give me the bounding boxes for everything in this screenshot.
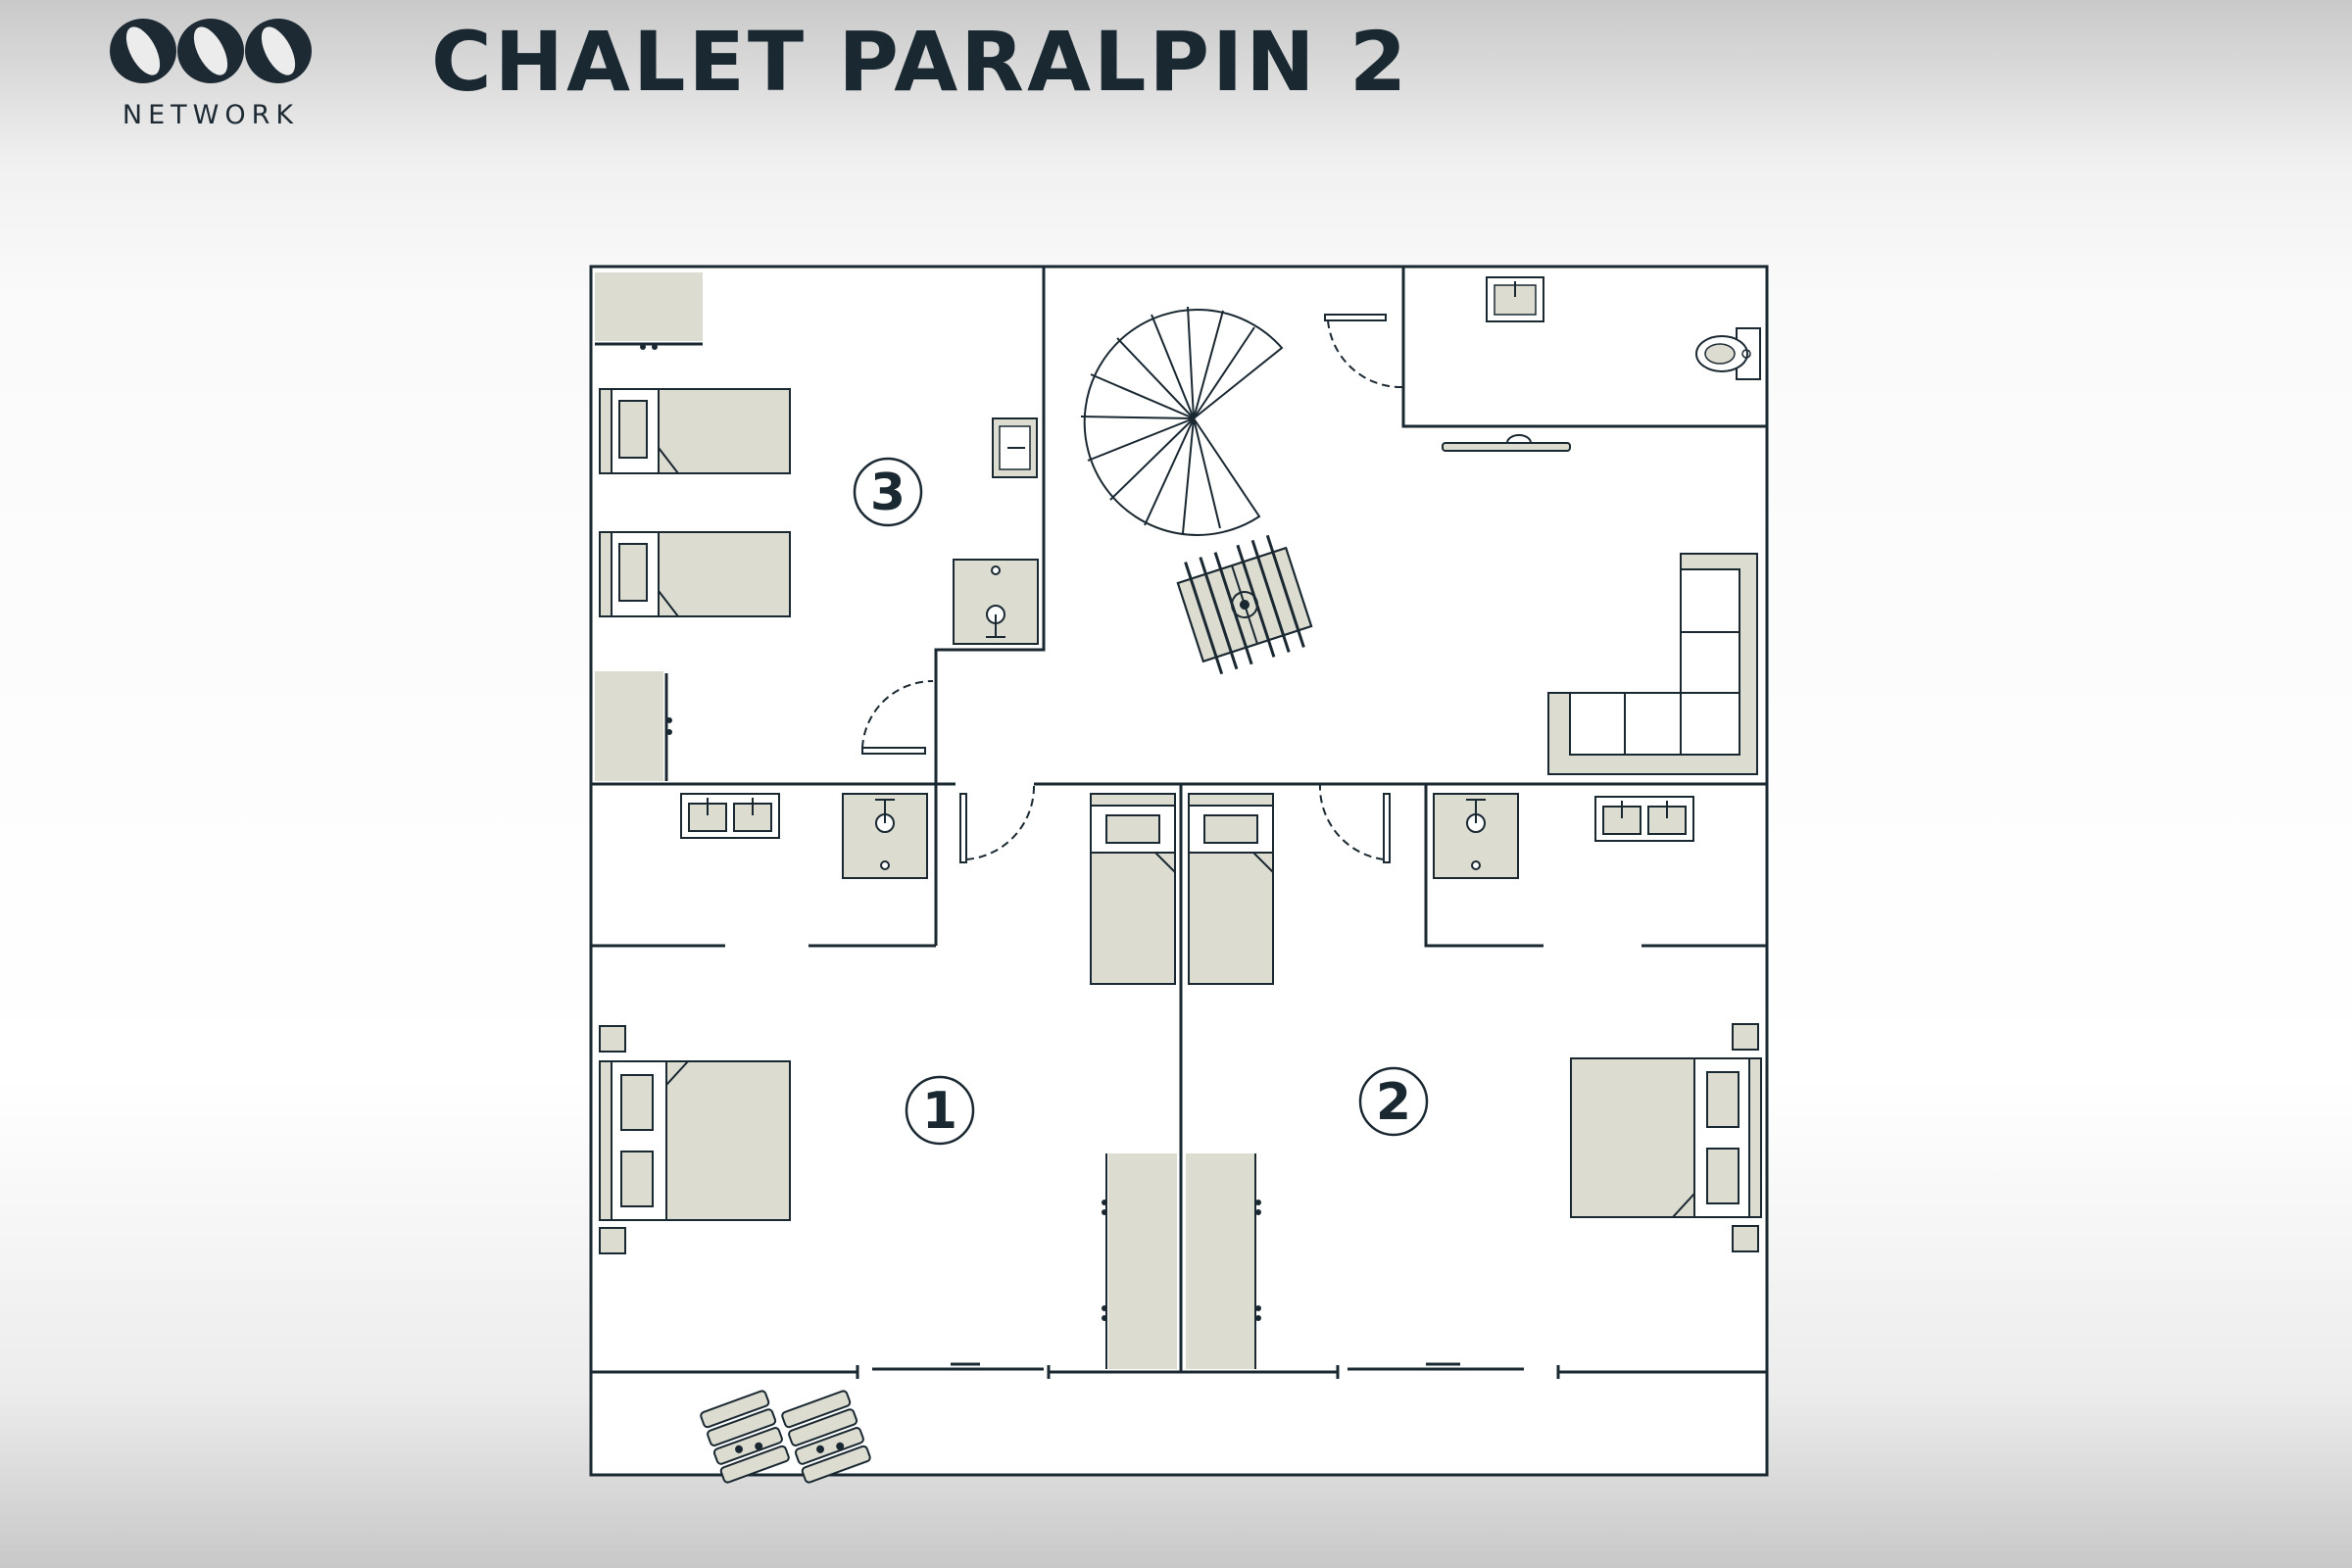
room-2-double-bed (1570, 1023, 1762, 1252)
sliding-doors (856, 1362, 1560, 1379)
logo-wordmark: NETWORK (122, 100, 300, 130)
room-label-1: 1 (905, 1075, 975, 1146)
logo-mark-icon (110, 19, 312, 83)
room-1-double-bed (599, 1025, 791, 1254)
tv-icon (1442, 434, 1571, 452)
svg-text:3: 3 (870, 464, 906, 522)
brand-logo: NETWORK (98, 12, 323, 130)
interior-walls (591, 267, 1767, 1374)
bathroom-fixtures (1486, 276, 1761, 380)
room-label-3: 3 (853, 457, 923, 527)
foosball-table-icon (1176, 534, 1313, 675)
room-3-furniture (595, 272, 1039, 781)
svg-text:2: 2 (1376, 1073, 1411, 1132)
floor-plan: 3 1 2 (589, 265, 1769, 1485)
svg-text:1: 1 (922, 1082, 957, 1141)
wardrobes (1102, 1153, 1261, 1369)
page-title: CHALET PARALPIN 2 (431, 14, 1410, 110)
room-label-2: 2 (1358, 1066, 1429, 1137)
spiral-staircase (1080, 306, 1284, 536)
doors (861, 314, 1404, 863)
corner-sofa (1547, 553, 1758, 775)
